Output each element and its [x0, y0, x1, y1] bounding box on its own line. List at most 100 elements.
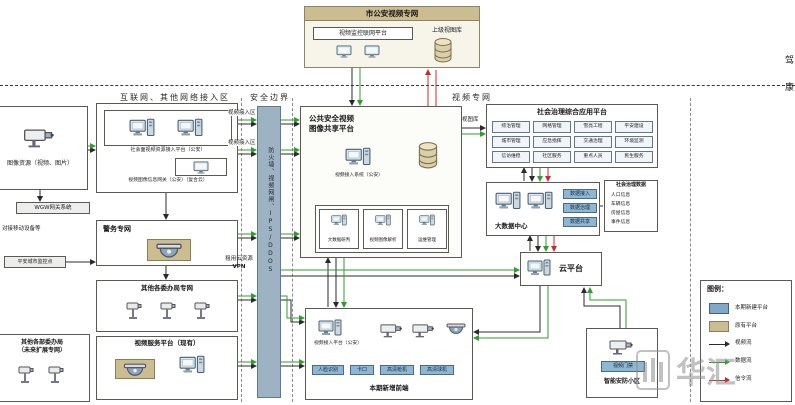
server-icon: [527, 191, 553, 213]
server-icon: [331, 214, 347, 228]
data-center-function-chip: 数据治理: [563, 203, 597, 213]
server-icon: [179, 355, 205, 377]
frontend-chip: 人脸识别: [312, 365, 344, 375]
app-module: 交通治理: [574, 136, 612, 148]
box-camera-icon: [609, 337, 635, 355]
social-access-platform-label: 社会面视频资源接入平台（公安）: [130, 147, 206, 153]
video-sharing-platform-box: 公共安全视频 图像共享平台 视频接入系统（公安） 大数据研判 视频图像解析 运维…: [300, 106, 462, 258]
analysis-subsystems-box: 大数据研判 视频图像解析 运维管理: [315, 205, 449, 253]
ptz-camera-icon: [193, 301, 211, 321]
server-icon: [527, 259, 551, 279]
legend-signal-flow-line: [709, 377, 730, 383]
database-icon: [433, 37, 453, 63]
legend-label: 本期新建平台: [735, 305, 769, 311]
dome-camera-icon: [122, 363, 148, 377]
legend-label: 信令流: [735, 376, 752, 382]
video-access-system-label: 视频接入系统（公安）: [335, 173, 383, 178]
legend-label: 原有平台: [735, 323, 758, 329]
mobile-device-label: 对接移动设备等: [2, 226, 41, 232]
server-icon: [419, 214, 435, 228]
app-module: 环境监测: [615, 136, 653, 148]
subsystem-cell: 视频图像解析: [363, 209, 403, 249]
superior-view-library-label: 上级视图库: [431, 27, 462, 34]
dome-camera-icon: [155, 243, 183, 259]
app-module: 重点人员: [574, 151, 612, 163]
social-video-access-box: 社会面视频资源接入平台（公安） 视频图像信息网关（公安）（复合云）: [96, 103, 238, 193]
box-camera-icon: [380, 321, 404, 338]
governance-data-title: 社会治理数据: [615, 182, 646, 188]
surveillance-platform-box: 视频监控联网平台: [313, 27, 413, 40]
client-monitor-icon: [335, 45, 353, 59]
app-module: 雪亮工程: [574, 121, 612, 133]
server-icon: [177, 118, 203, 140]
app-module: 城市管理: [492, 136, 530, 148]
app-module: 民生服务: [615, 151, 653, 163]
smart-community-box: 视频门禁 智能安防小区: [586, 328, 658, 398]
other-bureau-network-label: 其他各委办局专网: [141, 284, 193, 292]
data-center-function-chip: 数据接入: [563, 189, 597, 199]
safe-city-box: 平安城市监控点: [4, 256, 66, 268]
zone-label-internet: 互联网、其他网络接入区: [118, 92, 232, 103]
app-module: 综治管理: [492, 121, 530, 133]
edge-label-fragment-top: 驾: [785, 56, 795, 66]
safe-city-label: 平安城市监控点: [17, 259, 53, 265]
server-icon: [495, 191, 521, 213]
legend-box: 图例： 本期新建平台 原有平台 视频流 数据流 信令流: [700, 280, 792, 402]
future-bureau-label-line2: （未来扩展专网）: [17, 347, 66, 354]
video-service-platform-box: 视频服务平台（现有）: [96, 336, 238, 400]
ptz-camera-icon: [17, 365, 35, 385]
frontend-devices-box: 视频接入平台（公安） 人脸识别 卡口 高清枪机 高清球机 本期新增前端: [305, 308, 473, 400]
subsystem-label: 大数据研判: [327, 238, 351, 243]
frontend-caption: 本期新增前端: [369, 384, 409, 392]
city-video-network-box: 市公安视频专网 视频监控联网平台 上级视图库: [304, 6, 480, 68]
app-module: 社区服务: [533, 151, 571, 163]
frontend-chip: 高清球机: [420, 365, 454, 375]
wgw-gateway-box: WGW网关系统: [16, 202, 90, 214]
zone-divider-boundary: [292, 98, 293, 402]
legend-title: 图例：: [707, 285, 728, 293]
security-boundary-bar: 防火墙、视频网闸、IPS/DDOS: [257, 106, 281, 398]
server-icon: [318, 319, 342, 339]
big-data-center-box: 数据接入 数据治理 数据共享 大数据中心: [486, 182, 600, 236]
other-bureau-network-box: 其他各委办局专网: [96, 280, 238, 332]
video-door-access-chip: 视频门禁: [601, 361, 645, 372]
gateway-box: [175, 158, 227, 176]
frontend-chip: 高清枪机: [380, 365, 414, 375]
app-module: 平安建设: [615, 121, 653, 133]
video-access-area-label-2: 视频接入区: [228, 140, 256, 147]
police-network-label: 警务专网: [103, 225, 131, 233]
dome-camera-icon: [446, 323, 466, 335]
social-governance-platform-box: 社会治理综合应用平台 综治管理 网格管理 雪亮工程 平安建设 城市管理 应急指挥…: [486, 104, 658, 168]
cloud-platform-box: 云平台: [520, 252, 602, 286]
security-boundary-bar-label: 防火墙、视频网闸、IPS/DDOS: [266, 147, 274, 274]
leased-cloud-vpn-label-line2: VPN: [232, 264, 246, 270]
legend-swatch-new: [709, 303, 729, 314]
box-camera-icon: [412, 321, 436, 338]
app-module: 应急指挥: [533, 136, 571, 148]
server-icon: [345, 147, 371, 169]
app-module: 信访维稳: [492, 151, 530, 163]
sharing-platform-title-line2: 图像共享平台: [309, 124, 354, 133]
subsystem-cell: 运维管理: [407, 209, 447, 249]
leased-cloud-vpn-label-line1: 租用云资源: [225, 256, 253, 262]
ptz-camera-icon: [47, 365, 65, 385]
client-monitor-icon: [363, 45, 381, 59]
frontend-chip: 卡口: [350, 365, 374, 375]
legend-data-flow-line: [709, 359, 730, 365]
governance-data-item: 事件信息: [611, 220, 631, 225]
social-governance-platform-title: 社会治理综合应用平台: [537, 108, 607, 116]
app-module: 网格管理: [533, 121, 571, 133]
police-network-box: 警务专网: [96, 220, 238, 266]
view-library-database-icon: [417, 141, 439, 169]
cloud-platform-label: 云平台: [559, 264, 583, 273]
social-access-servers-box: [104, 110, 232, 146]
edge-label-fragment-bottom: 康: [785, 83, 795, 93]
governance-data-item: 车辆信息: [611, 202, 631, 207]
wgw-gateway-label: WGW网关系统: [34, 205, 72, 211]
image-resource-label: 图像资源（视频、图片）: [6, 160, 73, 167]
future-bureau-box: 其他各部委办局 （未来扩展专网）: [0, 334, 90, 402]
zone-divider-legend: [690, 98, 691, 402]
ptz-camera-icon: [125, 301, 143, 321]
video-access-area-label-1: 视频接入区: [228, 110, 256, 117]
